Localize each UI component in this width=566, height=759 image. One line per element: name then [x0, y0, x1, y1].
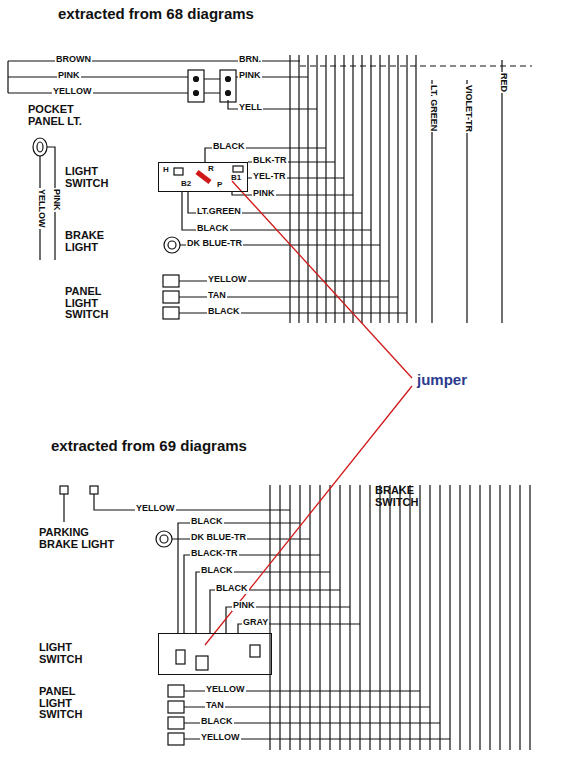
wire-color-label: PINK: [252, 189, 276, 199]
harness-wire: [415, 55, 416, 323]
wire-color-label: TAN: [207, 291, 227, 301]
callout-label: jumper: [416, 372, 468, 389]
wire-color-label: BLACK: [215, 584, 249, 594]
harness-wire: [279, 485, 280, 750]
harness-wire: [289, 55, 290, 323]
wire-color-label: TAN: [205, 701, 225, 711]
wire-color-label: YELLOW: [207, 275, 248, 285]
component-label: PANEL LIGHT SWITCH: [38, 686, 92, 721]
wire-color-label: BLACK-TR: [190, 549, 239, 559]
component-label: LIGHT SWITCH: [39, 642, 99, 665]
harness-wire: [469, 485, 470, 750]
wire-color-label: PINK: [57, 71, 81, 81]
component-label: BRAKE SWITCH: [374, 485, 432, 508]
harness-wire: [388, 55, 389, 323]
harness-wire: [369, 485, 370, 750]
harness-wire: [316, 55, 317, 323]
harness-wire: [449, 485, 450, 750]
harness-wire: [439, 485, 440, 750]
pin-label: P: [217, 181, 222, 189]
harness-wire: [334, 55, 335, 323]
harness-wire: [343, 55, 344, 323]
pin-label: B1: [231, 174, 241, 182]
pin-label: H: [163, 166, 169, 174]
harness-wire: [352, 55, 353, 323]
harness-wire: [379, 485, 380, 750]
wire-color-label: YEL-TR: [252, 172, 287, 182]
harness-wire: [319, 485, 320, 750]
harness-wire: [499, 485, 500, 750]
harness-wire: [529, 485, 530, 750]
wire-color-label: BRN.: [238, 55, 262, 65]
harness-wire: [509, 485, 510, 750]
wire-color-label: LT. GREEN: [428, 84, 438, 132]
harness-wire: [309, 485, 310, 750]
wire-color-label: YELLOW: [135, 504, 176, 514]
wire-color-label: BLACK: [196, 224, 230, 234]
wire-color-label: YELLOW: [200, 733, 241, 743]
wire-color-label: YELLOW: [36, 188, 46, 229]
wire-color-label: BLK-TR: [252, 156, 288, 166]
section-heading: extracted from 68 diagrams: [57, 6, 255, 23]
wire-color-label: DK BLUE-TR: [190, 533, 247, 543]
harness-wire: [409, 485, 410, 750]
wire-color-label: BLACK: [212, 142, 246, 152]
harness-wire: [361, 55, 362, 323]
wire-color-label: BLACK: [200, 566, 234, 576]
harness-wire: [489, 485, 490, 750]
wire-color-label: PINK: [238, 71, 262, 81]
wire-color-label: GRAY: [242, 618, 269, 628]
harness-wire: [379, 55, 380, 323]
harness-wire: [289, 485, 290, 750]
harness-wire: [397, 55, 398, 323]
component-label: LIGHT SWITCH: [65, 166, 125, 189]
harness-wire: [519, 485, 520, 750]
switch-housing: LIGHT SWITCHHRB2PB1: [158, 162, 248, 192]
harness-wire: [459, 485, 460, 750]
harness-wire: [406, 55, 407, 323]
wire-color-label: VIOLET-TR: [463, 84, 473, 133]
harness-wire: [349, 485, 350, 750]
harness-wire: [269, 485, 270, 750]
harness-wire: [479, 485, 480, 750]
harness-wire: [329, 485, 330, 750]
section-heading: extracted from 69 diagrams: [50, 438, 248, 455]
wire-color-label: RED: [498, 72, 508, 93]
harness-wire: [307, 55, 308, 323]
wire-color-label: LT.GREEN: [196, 207, 242, 217]
wire-color-label: BLACK: [200, 717, 234, 727]
switch-housing: LIGHT SWITCH: [158, 633, 272, 675]
wire-color-label: PINK: [51, 188, 61, 212]
pin-label: R: [208, 165, 214, 173]
harness-wire: [339, 485, 340, 750]
harness-wire: [419, 485, 420, 750]
wire-color-label: YELLOW: [52, 87, 93, 97]
harness-wire: [359, 485, 360, 750]
wire-color-label: BROWN: [55, 55, 92, 65]
wire-color-label: YELL: [238, 103, 263, 113]
harness-wire: [389, 485, 390, 750]
component-label: POCKET PANEL LT.: [27, 104, 91, 127]
harness-wire: [399, 485, 400, 750]
harness-wire: [370, 55, 371, 323]
harness-wire: [298, 55, 299, 323]
component-label: PARKING BRAKE LIGHT: [38, 527, 120, 550]
wire-color-label: YELLOW: [205, 685, 246, 695]
wire-color-label: DK BLUE-TR: [186, 239, 243, 249]
component-label: PANEL LIGHT SWITCH: [64, 286, 118, 321]
pin-label: B2: [181, 180, 191, 188]
wire-color-label: BLACK: [190, 517, 224, 527]
wire-color-label: PINK: [232, 601, 256, 611]
harness-wire: [429, 485, 430, 750]
component-label: BRAKE LIGHT: [64, 230, 118, 253]
wire-color-label: BLACK: [207, 307, 241, 317]
